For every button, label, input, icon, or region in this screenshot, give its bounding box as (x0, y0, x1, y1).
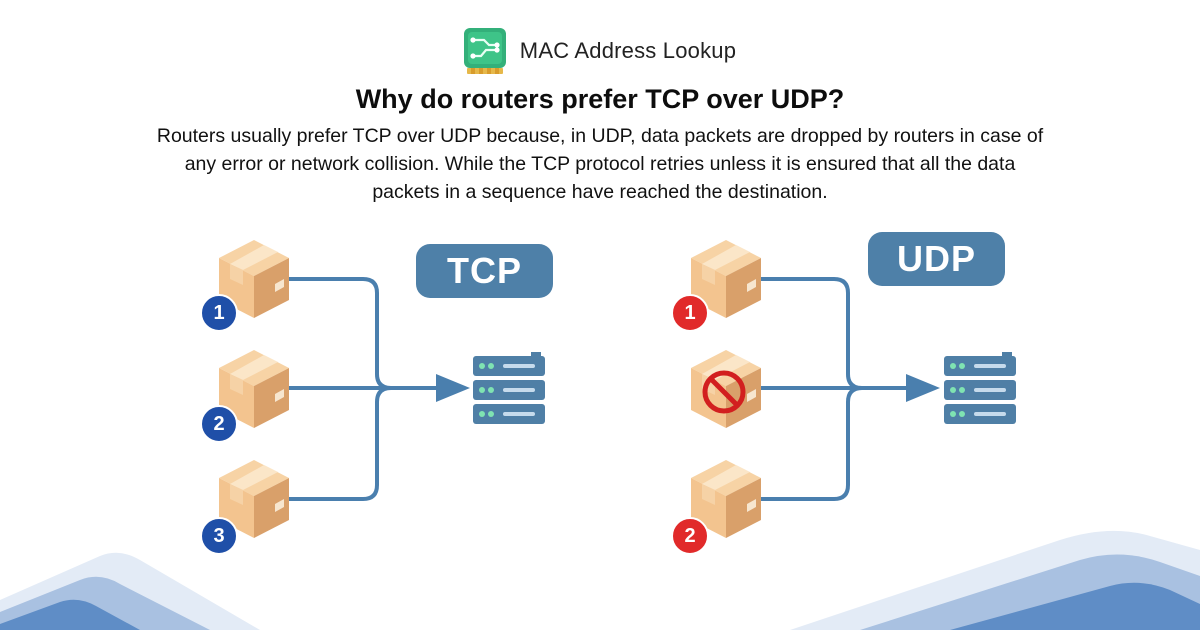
tcp-packet-1-badge: 1 (200, 294, 238, 332)
circuit-board-icon (463, 28, 506, 74)
page-title: Why do routers prefer TCP over UDP? (355, 84, 845, 114)
tcp-packet-3-badge: 3 (200, 517, 238, 555)
tcp-label: TCP (416, 244, 553, 298)
udp-dropped-packet-box (691, 350, 761, 428)
udp-packet-1-badge: 1 (671, 294, 709, 332)
description: Routers usually prefer TCP over UDP beca… (156, 125, 1044, 203)
bottom-right-wave (790, 530, 1200, 630)
udp-arrow-head (906, 374, 940, 402)
udp-packet-2-badge: 2 (671, 517, 709, 555)
bottom-left-wave (0, 552, 260, 630)
brand-name: MAC Address Lookup (519, 38, 737, 63)
udp-server-icon (944, 352, 1016, 424)
tcp-packet-2-badge: 2 (200, 405, 238, 443)
brand-header: MAC Address Lookup (0, 28, 1200, 74)
prohibited-icon (702, 370, 746, 414)
tcp-arrow-head (436, 374, 470, 402)
udp-connector-lines (760, 277, 908, 501)
udp-label: UDP (868, 232, 1005, 286)
tcp-server-icon (473, 352, 545, 424)
tcp-connector-lines (289, 277, 440, 501)
